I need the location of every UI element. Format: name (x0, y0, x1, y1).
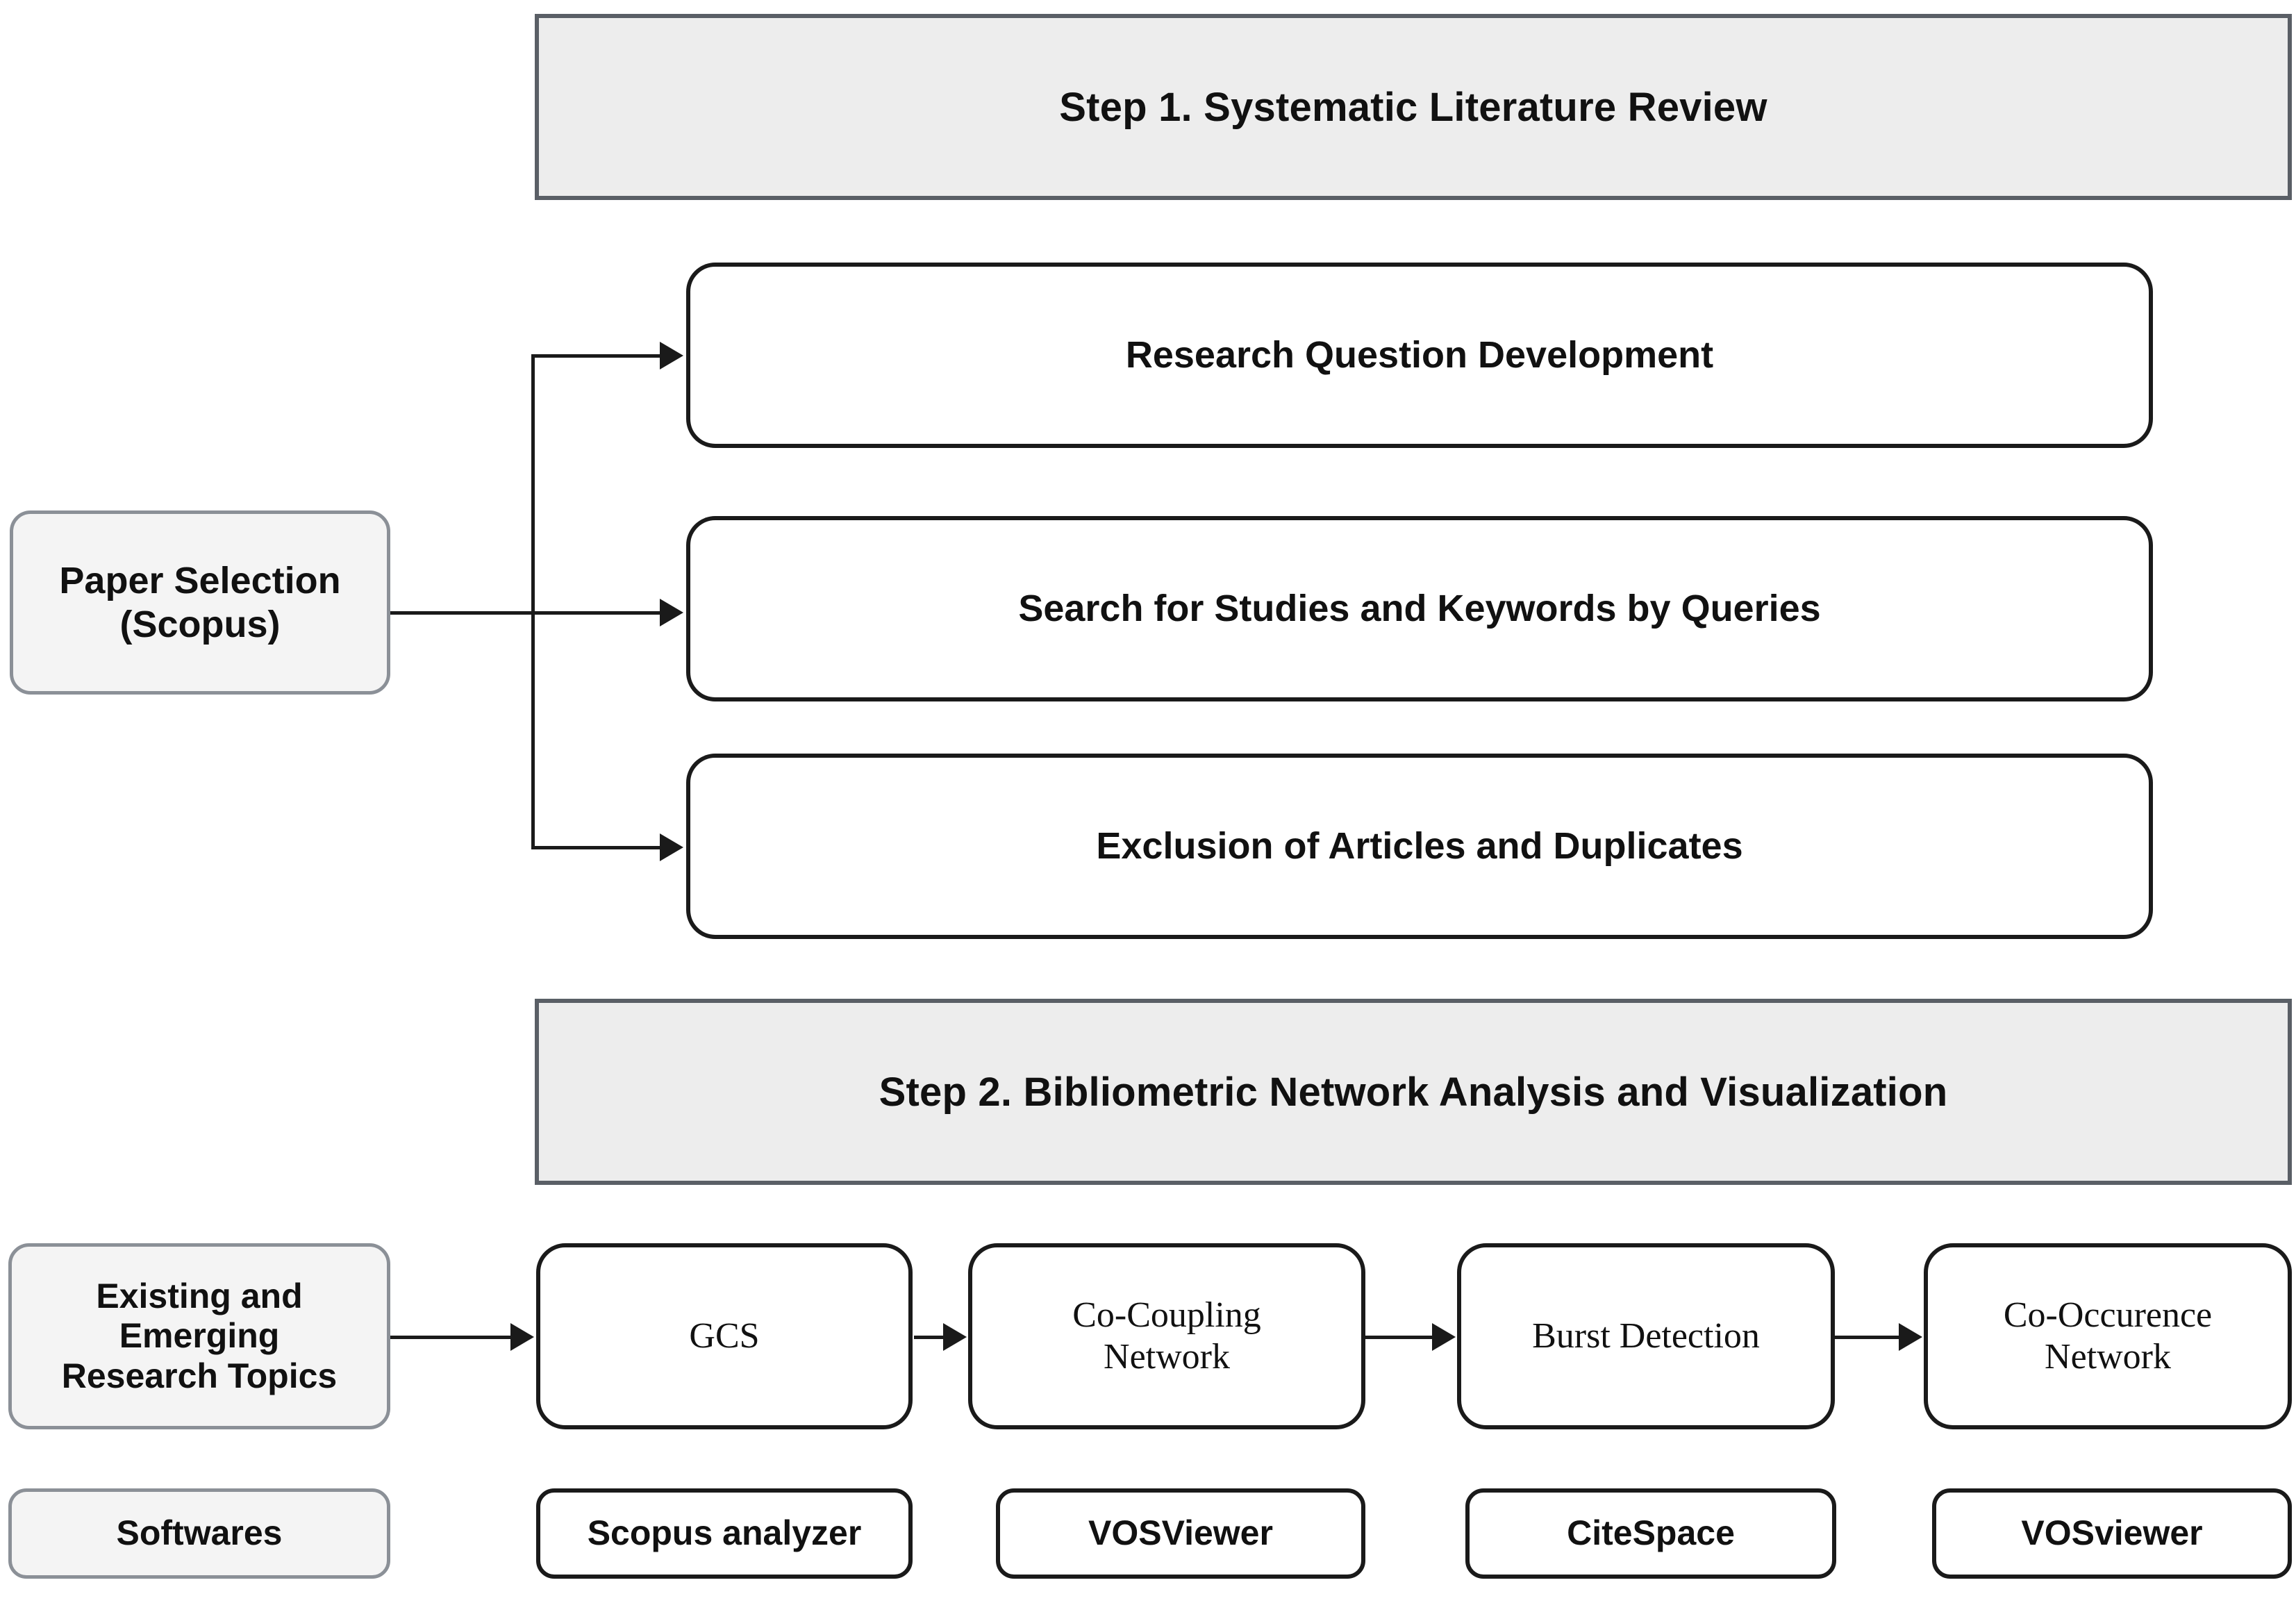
step1-header-band: Step 1. Systematic Literature Review (535, 14, 2292, 200)
arrowhead-topics-to-gcs-icon (510, 1323, 534, 1351)
step1-item-research-question-development[interactable]: Research Question Development (686, 263, 2153, 448)
step2-pipeline-co-occurence-network[interactable]: Co-Occurence Network (1924, 1243, 2292, 1429)
paper-selection-box[interactable]: Paper Selection (Scopus) (10, 510, 390, 695)
arrowhead-cocoupling-to-burst-icon (1432, 1323, 1456, 1351)
burst-detection-label: Burst Detection (1515, 1315, 1777, 1357)
connector-vertical-trunk (531, 354, 535, 849)
software-scopus-analyzer[interactable]: Scopus analyzer (536, 1488, 913, 1579)
gcs-label: GCS (672, 1315, 776, 1357)
software-vosviewer-2[interactable]: VOSviewer (1932, 1488, 2292, 1579)
step1-item-2-label: Search for Studies and Keywords by Queri… (1018, 588, 1821, 630)
connector-gcs-to-cocoupling (914, 1336, 945, 1339)
software-citespace[interactable]: CiteSpace (1465, 1488, 1836, 1579)
step1-item-exclusion-of-articles[interactable]: Exclusion of Articles and Duplicates (686, 754, 2153, 939)
co-occurence-line2: Network (2045, 1337, 2171, 1377)
connector-paper-selection-stem (390, 611, 535, 615)
existing-topics-line2: Emerging (119, 1316, 280, 1356)
gcs-line1: GCS (689, 1316, 760, 1356)
paper-selection-line1: Paper Selection (59, 560, 341, 602)
connector-topics-to-gcs (390, 1336, 514, 1339)
co-coupling-label: Co-Coupling Network (1056, 1295, 1278, 1378)
connector-cocoupling-to-burst (1365, 1336, 1435, 1339)
existing-topics-line1: Existing and (96, 1276, 303, 1315)
connector-branch-3 (531, 846, 665, 849)
softwares-label-box[interactable]: Softwares (8, 1488, 390, 1579)
arrowhead-branch-1-icon (660, 342, 683, 369)
existing-emerging-topics-label: Existing and Emerging Research Topics (45, 1277, 353, 1397)
arrowhead-branch-3-icon (660, 833, 683, 861)
software-2-label: VOSViewer (1088, 1513, 1273, 1553)
step2-pipeline-gcs[interactable]: GCS (536, 1243, 913, 1429)
step2-header-label: Step 2. Bibliometric Network Analysis an… (879, 1069, 1948, 1115)
software-4-label: VOSviewer (2021, 1513, 2203, 1553)
software-vosviewer-1[interactable]: VOSViewer (996, 1488, 1365, 1579)
burst-detection-line1: Burst Detection (1532, 1316, 1760, 1356)
softwares-label: Softwares (116, 1513, 283, 1553)
co-coupling-line1: Co-Coupling (1072, 1295, 1261, 1336)
connector-branch-1 (531, 354, 665, 358)
arrowhead-branch-2-icon (660, 599, 683, 626)
paper-selection-line2: (Scopus) (119, 603, 281, 645)
software-1-label: Scopus analyzer (587, 1513, 862, 1553)
co-coupling-line2: Network (1104, 1337, 1230, 1377)
connector-branch-2 (531, 611, 665, 615)
arrowhead-burst-to-cooccurence-icon (1899, 1323, 1922, 1351)
connector-burst-to-cooccurence (1835, 1336, 1902, 1339)
step2-pipeline-co-coupling-network[interactable]: Co-Coupling Network (968, 1243, 1365, 1429)
step1-header-label: Step 1. Systematic Literature Review (1059, 84, 1767, 130)
co-occurence-line1: Co-Occurence (2003, 1295, 2213, 1336)
paper-selection-label: Paper Selection (Scopus) (42, 559, 357, 645)
step2-header-band: Step 2. Bibliometric Network Analysis an… (535, 999, 2292, 1185)
co-occurence-label: Co-Occurence Network (1987, 1295, 2229, 1378)
existing-emerging-topics-box[interactable]: Existing and Emerging Research Topics (8, 1243, 390, 1429)
existing-topics-line3: Research Topics (61, 1356, 338, 1395)
software-3-label: CiteSpace (1567, 1513, 1735, 1553)
step1-item-1-label: Research Question Development (1125, 334, 1714, 376)
step1-item-3-label: Exclusion of Articles and Duplicates (1096, 825, 1743, 867)
arrowhead-gcs-to-cocoupling-icon (943, 1323, 967, 1351)
step2-pipeline-burst-detection[interactable]: Burst Detection (1457, 1243, 1835, 1429)
step1-item-search-for-studies[interactable]: Search for Studies and Keywords by Queri… (686, 516, 2153, 701)
